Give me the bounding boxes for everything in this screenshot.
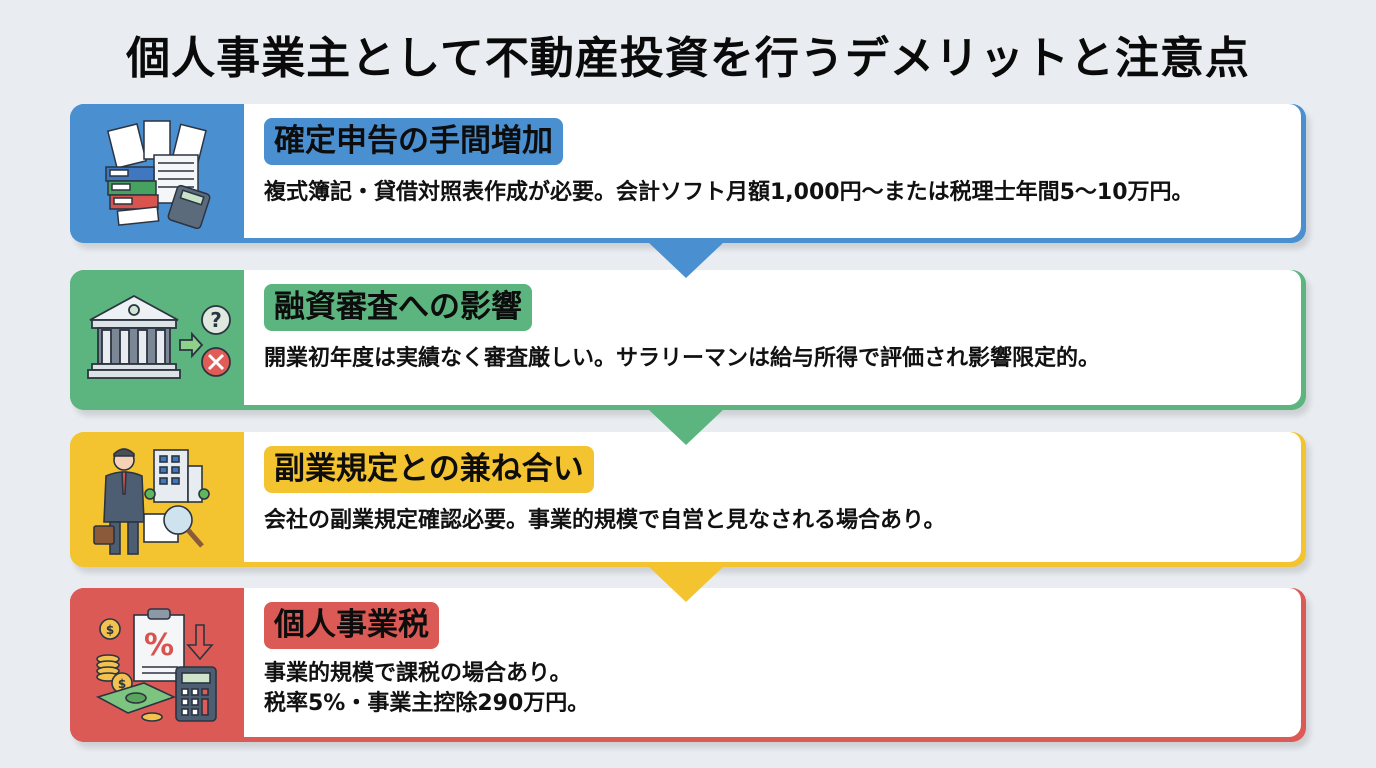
tax-percent-money-calculator-icon: $ $ % — [92, 605, 222, 725]
card-description: 開業初年度は実績なく審査厳しい。サラリーマンは給与所得で評価され影響限定的。 — [264, 346, 1101, 371]
businessman-office-magnifier-icon — [92, 442, 222, 557]
card-description: 事業的規模で課税の場合あり。 税率5%・事業主控除290万円。 — [264, 659, 1281, 719]
card-body: 副業規定との兼ね合い 会社の副業規定確認必要。事業的規模で自営と見なされる場合あ… — [244, 432, 1301, 562]
card-icon-panel — [70, 104, 244, 243]
card-heading: 個人事業税 — [264, 602, 439, 649]
card-description: 会社の副業規定確認必要。事業的規模で自営と見なされる場合あり。 — [264, 508, 946, 533]
card-business-tax: $ $ % 個人事業税 事業的規模で課税の場合あり。 税率5%・事業主控除290… — [70, 588, 1306, 742]
card-body: 融資審査への影響 開業初年度は実績なく審査厳しい。サラリーマンは給与所得で評価さ… — [244, 270, 1301, 405]
card-heading: 副業規定との兼ね合い — [264, 446, 594, 493]
card-icon-panel: $ $ % — [70, 588, 244, 742]
svg-text:$: $ — [106, 623, 114, 637]
card-description: 複式簿記・貸借対照表作成が必要。会計ソフト月額1,000円〜または税理士年間5〜… — [264, 180, 1194, 205]
card-body: 確定申告の手間増加 複式簿記・貸借対照表作成が必要。会計ソフト月額1,000円〜… — [244, 104, 1301, 238]
card-heading: 確定申告の手間増加 — [264, 118, 563, 165]
bank-question-reject-icon: ? — [82, 290, 232, 390]
flow-arrow-down — [648, 566, 724, 602]
card-loan-review: ? 融資審査への影響 開業初年度は実績なく審査厳しい。サラリーマンは給与所得で評… — [70, 270, 1306, 410]
card-body: 個人事業税 事業的規模で課税の場合あり。 税率5%・事業主控除290万円。 — [244, 588, 1301, 737]
svg-text:?: ? — [210, 308, 222, 332]
documents-binders-calculator-icon — [92, 119, 222, 229]
card-description-line: 事業的規模で課税の場合あり。 — [264, 661, 572, 686]
page-title: 個人事業主として不動産投資を行うデメリットと注意点 — [126, 33, 1250, 84]
svg-text:%: % — [144, 628, 174, 663]
card-tax-filing: 確定申告の手間増加 複式簿記・貸借対照表作成が必要。会計ソフト月額1,000円〜… — [70, 104, 1306, 243]
svg-text:$: $ — [118, 677, 126, 691]
card-icon-panel — [70, 432, 244, 567]
flow-arrow-down — [648, 409, 724, 445]
card-heading: 融資審査への影響 — [264, 284, 532, 331]
flow-arrow-down — [648, 242, 724, 278]
card-description-line: 税率5%・事業主控除290万円。 — [264, 691, 590, 716]
card-side-job-rules: 副業規定との兼ね合い 会社の副業規定確認必要。事業的規模で自営と見なされる場合あ… — [70, 432, 1306, 567]
card-icon-panel: ? — [70, 270, 244, 410]
